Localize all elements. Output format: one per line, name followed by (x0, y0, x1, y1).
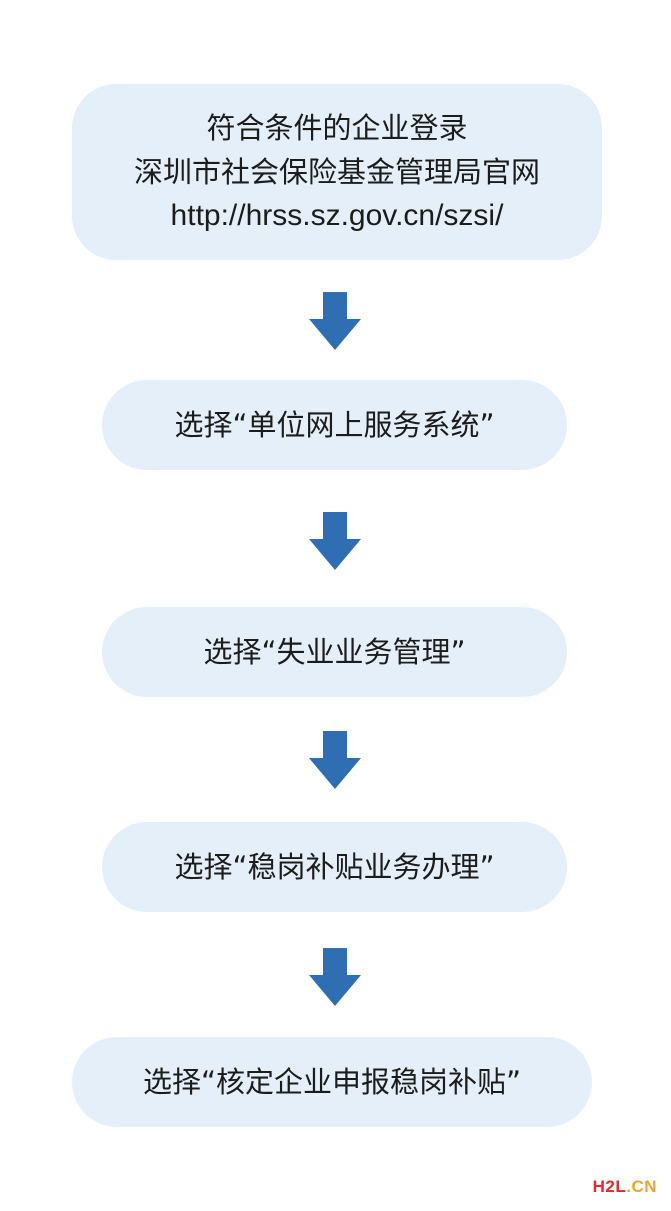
step-2-box: 选择“单位网上服务系统” (102, 380, 567, 470)
arrow-down-icon (309, 948, 361, 1006)
step-1-line-1: 符合条件的企业登录 (206, 111, 468, 145)
arrow-down-icon (309, 731, 361, 789)
step-1-url: http://hrss.sz.gov.cn/szsi/ (170, 199, 504, 232)
watermark-main: H2L (592, 1177, 627, 1196)
watermark-suffix: .CN (626, 1177, 657, 1196)
step-2-label: 选择“单位网上服务系统” (174, 408, 495, 442)
arrow-down-icon (309, 512, 361, 570)
step-4-label: 选择“稳岗补贴业务办理” (174, 850, 495, 884)
step-5-box: 选择“核定企业申报稳岗补贴” (72, 1037, 592, 1127)
step-5-label: 选择“核定企业申报稳岗补贴” (142, 1065, 522, 1099)
step-1-line-2: 深圳市社会保险基金管理局官网 (133, 155, 540, 189)
step-1-box: 符合条件的企业登录 深圳市社会保险基金管理局官网 http://hrss.sz.… (72, 84, 602, 260)
step-3-box: 选择“失业业务管理” (102, 607, 567, 697)
arrow-down-icon (309, 292, 361, 350)
step-4-box: 选择“稳岗补贴业务办理” (102, 822, 567, 912)
step-3-label: 选择“失业业务管理” (203, 635, 466, 669)
watermark-logo: H2L.CN (593, 1177, 657, 1197)
